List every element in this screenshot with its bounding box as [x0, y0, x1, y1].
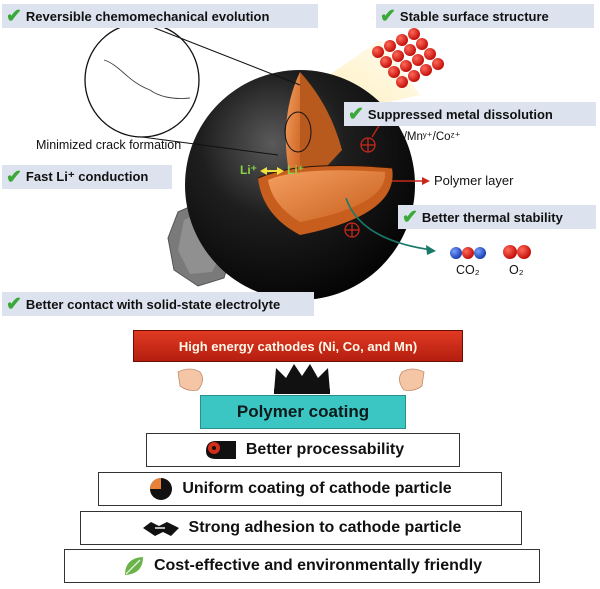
tier-strong-adhesion: Strong adhesion to cathode particle [80, 511, 522, 545]
benefit-suppressed-text: Suppressed metal dissolution [367, 106, 553, 122]
left-hand-icon [177, 368, 203, 391]
benefit-thermal: ✔ Better thermal stability [398, 205, 596, 229]
right-hand-icon [399, 368, 425, 391]
benefit-fast-li: ✔ Fast Li⁺ conduction [2, 165, 172, 189]
tier-cost-effective: Cost-effective and environmentally frien… [64, 549, 540, 583]
benefit-reversible: ✔ Reversible chemomechanical evolution [2, 4, 318, 28]
check-icon: ✔ [380, 5, 396, 27]
tier-uniform-coating-text: Uniform coating of cathode particle [182, 480, 452, 497]
check-icon: ✔ [348, 103, 364, 125]
li-right-label: Li⁺ [287, 163, 304, 177]
atom-cluster [372, 28, 444, 88]
coating-text: Polymer coating [236, 402, 370, 421]
benefit-fast-li-text: Fast Li⁺ conduction [25, 169, 149, 184]
benefit-stable-surface: ✔ Stable surface structure [376, 4, 594, 28]
high-energy-cathodes-bar: High energy cathodes (Ni, Co, and Mn) [133, 330, 463, 362]
cutaway-face [285, 72, 300, 195]
check-icon: ✔ [6, 166, 22, 188]
tier-strong-adhesion-text: Strong adhesion to cathode particle [188, 519, 462, 536]
crown-icon [274, 364, 330, 394]
handshake-icon [141, 516, 181, 540]
blocked-gas-release-icon [344, 222, 360, 238]
zoom-circle [84, 22, 200, 138]
cathodes-text: High energy cathodes (Ni, Co, and Mn) [178, 338, 418, 354]
tier-processability: Better processability [146, 433, 460, 467]
tier-uniform-coating: Uniform coating of cathode particle [98, 472, 502, 506]
co2-label: CO₂ [456, 263, 480, 277]
blocked-dissolution-icon [360, 123, 381, 153]
coated-particle-icon [148, 476, 174, 502]
o2-molecule [503, 245, 531, 259]
polymer-coating-bar: Polymer coating [200, 395, 406, 429]
film-roll-icon [202, 439, 238, 461]
benefit-contact: ✔ Better contact with solid-state electr… [2, 292, 314, 316]
li-left-label: Li⁺ [240, 163, 257, 177]
benefit-stable-surface-text: Stable surface structure [399, 8, 549, 24]
check-icon: ✔ [402, 206, 418, 228]
check-icon: ✔ [6, 293, 22, 315]
polymer-layer-annotation: Polymer layer [434, 173, 514, 188]
tier-processability-text: Better processability [245, 441, 405, 458]
ions-annotation: Niˣ⁺/Mnʸ⁺/Coᶻ⁺ [383, 131, 461, 143]
crack-annotation: Minimized crack formation [36, 138, 182, 152]
benefit-suppressed: ✔ Suppressed metal dissolution [344, 102, 596, 126]
benefit-reversible-text: Reversible chemomechanical evolution [25, 8, 270, 24]
co2-molecule [450, 247, 486, 259]
check-icon: ✔ [6, 5, 22, 27]
leaf-icon [122, 554, 146, 578]
tier-cost-effective-text: Cost-effective and environmentally frien… [153, 557, 483, 574]
o2-label: O₂ [509, 263, 524, 277]
benefit-contact-text: Better contact with solid-state electrol… [25, 296, 281, 312]
benefit-thermal-text: Better thermal stability [421, 209, 563, 225]
